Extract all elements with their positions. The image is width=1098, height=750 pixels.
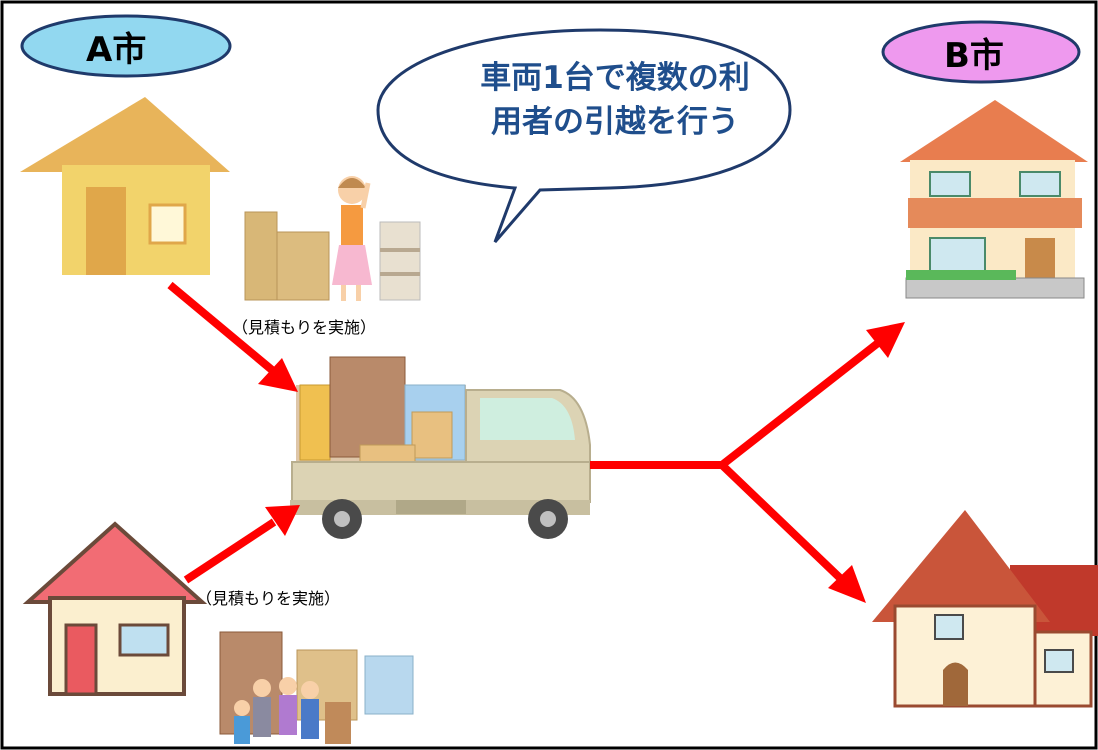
speech-bubble-line-2: 用者の引越を行う [491, 104, 739, 140]
speech-bubble-text: 車両1台で複数の利 用者の引越を行う [425, 56, 805, 144]
estimate-note-top: （見積もりを実施） [232, 318, 377, 337]
city-a-label: A市 [86, 30, 147, 70]
truck-icon [290, 356, 591, 539]
family-icon [219, 631, 414, 744]
city-b-badge [881, 20, 1081, 84]
house-icon [22, 521, 208, 696]
house-icon [20, 97, 230, 275]
speech-bubble-line-1: 車両1台で複数の利 [480, 60, 750, 96]
speech-bubble [376, 28, 792, 243]
city-a-badge [20, 14, 232, 78]
person-icon [332, 176, 372, 301]
house-icon [872, 510, 1098, 708]
city-b-label: B市 [944, 36, 1004, 76]
estimate-note-bottom: （見積もりを実施） [196, 589, 341, 608]
cardboard-box-icon [244, 211, 421, 301]
route-arrows [167, 281, 905, 603]
house-icon [900, 100, 1088, 299]
